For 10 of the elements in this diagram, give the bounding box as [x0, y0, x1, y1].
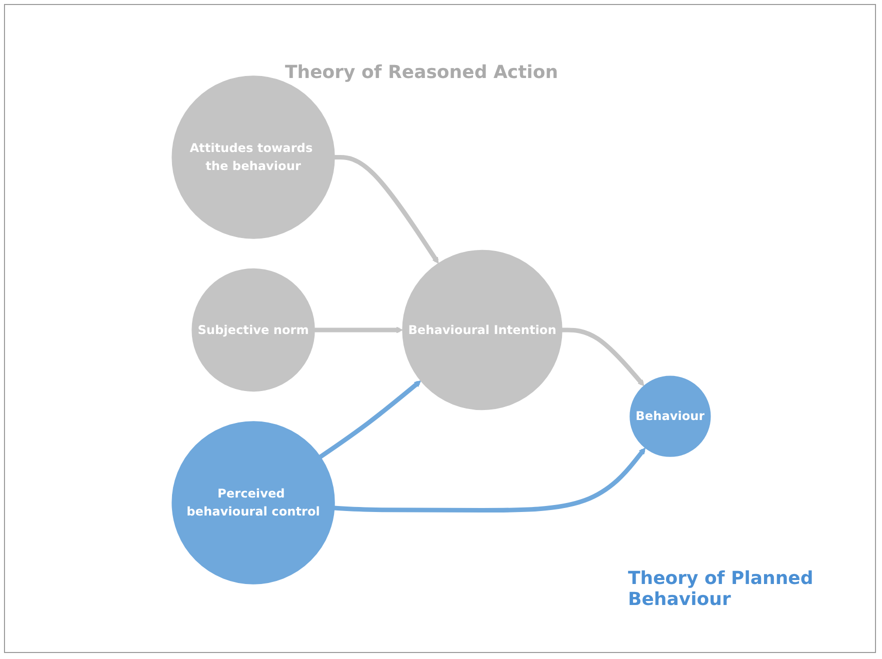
arrow: [334, 154, 438, 264]
node-circle: Behavioural Intention: [402, 249, 562, 410]
node-circle: Behaviour: [629, 375, 711, 456]
theory-heading: Theory of Planned Behaviour: [628, 568, 814, 610]
arrow: [334, 447, 646, 512]
node-circle: Perceived behavioural control: [171, 420, 335, 584]
arrow: [314, 326, 403, 333]
arrow: [318, 380, 421, 458]
node-circle: Subjective norm: [191, 268, 315, 392]
arrow: [562, 327, 644, 386]
